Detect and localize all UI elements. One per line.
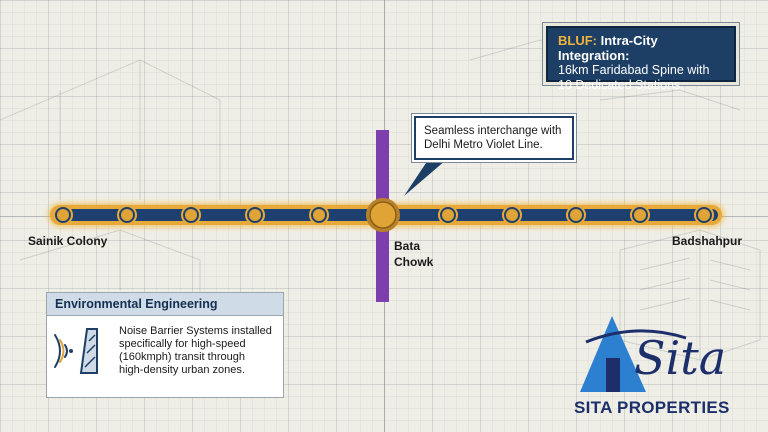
station-marker <box>570 209 582 221</box>
station-marker <box>442 209 454 221</box>
station-marker <box>57 209 69 221</box>
logo-triangle <box>580 316 646 392</box>
station-label-bata: Bata <box>394 239 421 253</box>
bluf-line-3: 10 Dedicated Stations. <box>558 78 684 92</box>
station-label-chowk: Chowk <box>394 255 434 269</box>
environment-panel-title: Environmental Engineering <box>47 293 283 316</box>
station-label-badshahpur: Badshahpur <box>672 234 743 248</box>
environment-line-1: Noise Barrier Systems installed <box>119 325 272 337</box>
sita-logo: Sita <box>580 316 726 392</box>
bluf-summary-box: BLUF: Intra-City Integration: 16km Farid… <box>546 26 736 92</box>
station-marker <box>121 209 133 221</box>
bluf-line-2: 16km Faridabad Spine with <box>558 63 710 77</box>
interchange-station-marker <box>369 201 397 229</box>
station-marker <box>249 209 261 221</box>
station-marker <box>313 209 325 221</box>
station-marker <box>698 209 710 221</box>
brand-name: SITA PROPERTIES <box>574 398 730 417</box>
station-label-bata-chowk: Bata Chowk <box>394 238 433 270</box>
environment-line-4: high-density urban zones. <box>119 364 245 376</box>
station-marker <box>185 209 197 221</box>
logo-script-text: Sita <box>634 331 726 385</box>
bluf-heading: Intra-City Integration: <box>558 33 658 63</box>
interchange-callout: Seamless interchange with Delhi Metro Vi… <box>414 116 574 160</box>
callout-line-2: Delhi Metro Violet Line. <box>424 139 543 151</box>
callout-line-1: Seamless interchange with <box>424 125 562 137</box>
environment-line-3: (160kmph) transit through <box>119 351 245 363</box>
noise-barrier-icon <box>54 328 98 374</box>
station-marker <box>634 209 646 221</box>
callout-pointer <box>404 160 446 196</box>
environment-line-2: specifically for high-speed <box>119 338 246 350</box>
station-marker <box>506 209 518 221</box>
station-label-sainik-colony: Sainik Colony <box>28 234 108 248</box>
bluf-keyword: BLUF: <box>558 33 597 48</box>
environment-panel-body: Noise Barrier Systems installed specific… <box>119 325 279 377</box>
environmental-engineering-panel: Environmental Engineering Noise Barrier … <box>46 292 284 398</box>
